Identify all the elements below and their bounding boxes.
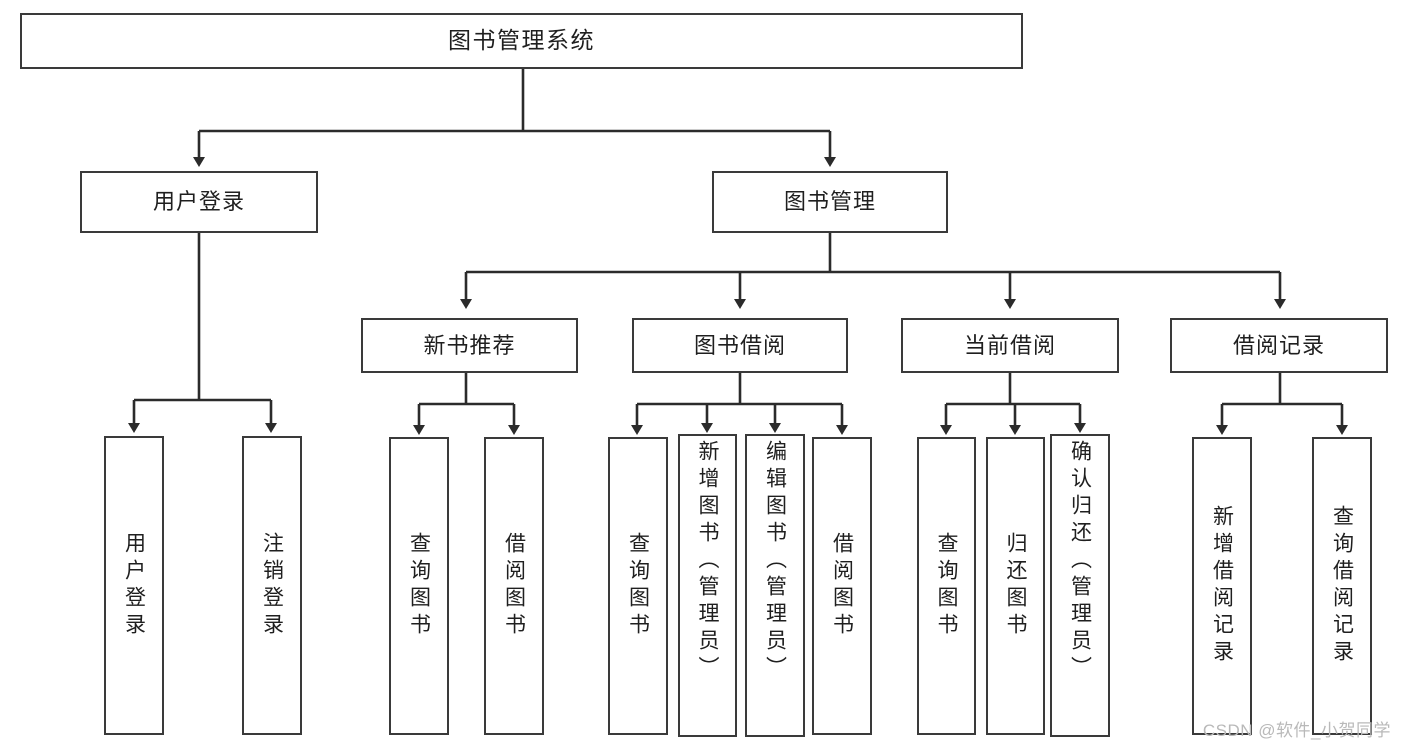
node-label: 注销登录: [260, 531, 284, 640]
watermark-text: CSDN @软件_小贺同学: [1202, 721, 1391, 740]
leaf-query-book-2[interactable]: 查询图书: [608, 437, 668, 735]
node-label: 新增借阅记录: [1210, 505, 1234, 667]
node-user-login[interactable]: 用户登录: [80, 171, 318, 233]
node-new-book-recommend[interactable]: 新书推荐: [361, 318, 578, 373]
node-label: 图书管理: [783, 189, 876, 215]
node-label: 查询图书: [935, 532, 958, 640]
leaf-add-record[interactable]: 新增借阅记录: [1192, 437, 1252, 735]
leaf-confirm-return[interactable]: 确认归还（管理员）: [1050, 434, 1110, 737]
leaf-query-record[interactable]: 查询借阅记录: [1312, 437, 1372, 735]
leaf-user-login[interactable]: 用户登录: [104, 436, 164, 735]
node-borrow-record[interactable]: 借阅记录: [1170, 318, 1388, 373]
leaf-query-book-1[interactable]: 查询图书: [389, 437, 449, 735]
leaf-return-book[interactable]: 归还图书: [986, 437, 1045, 735]
node-label: 确认归还（管理员）: [1068, 440, 1092, 683]
leaf-borrow-book-2[interactable]: 借阅图书: [812, 437, 872, 735]
node-root-system[interactable]: 图书管理系统: [20, 13, 1023, 69]
node-label: 借阅图书: [502, 532, 526, 640]
leaf-borrow-book-1[interactable]: 借阅图书: [484, 437, 544, 735]
node-label: 归还图书: [1004, 532, 1027, 640]
node-label: 新书推荐: [423, 332, 516, 358]
node-current-borrow[interactable]: 当前借阅: [901, 318, 1119, 373]
node-label: 查询借阅记录: [1330, 505, 1354, 667]
node-label: 借阅图书: [830, 532, 854, 640]
leaf-edit-book[interactable]: 编辑图书（管理员）: [745, 434, 805, 737]
leaf-add-book[interactable]: 新增图书（管理员）: [678, 434, 737, 737]
node-label: 图书管理系统: [448, 27, 595, 54]
node-label: 借阅记录: [1232, 332, 1325, 358]
node-label: 图书借阅: [693, 332, 786, 358]
leaf-user-logout[interactable]: 注销登录: [242, 436, 302, 735]
node-label: 编辑图书（管理员）: [763, 440, 787, 683]
node-book-manage[interactable]: 图书管理: [712, 171, 948, 233]
node-book-borrow[interactable]: 图书借阅: [632, 318, 848, 373]
node-label: 用户登录: [152, 189, 245, 215]
node-label: 新增图书（管理员）: [696, 440, 719, 683]
leaf-query-book-3[interactable]: 查询图书: [917, 437, 976, 735]
node-label: 当前借阅: [963, 332, 1056, 358]
node-label: 查询图书: [407, 532, 431, 640]
node-label: 用户登录: [122, 531, 146, 640]
node-label: 查询图书: [626, 532, 650, 640]
